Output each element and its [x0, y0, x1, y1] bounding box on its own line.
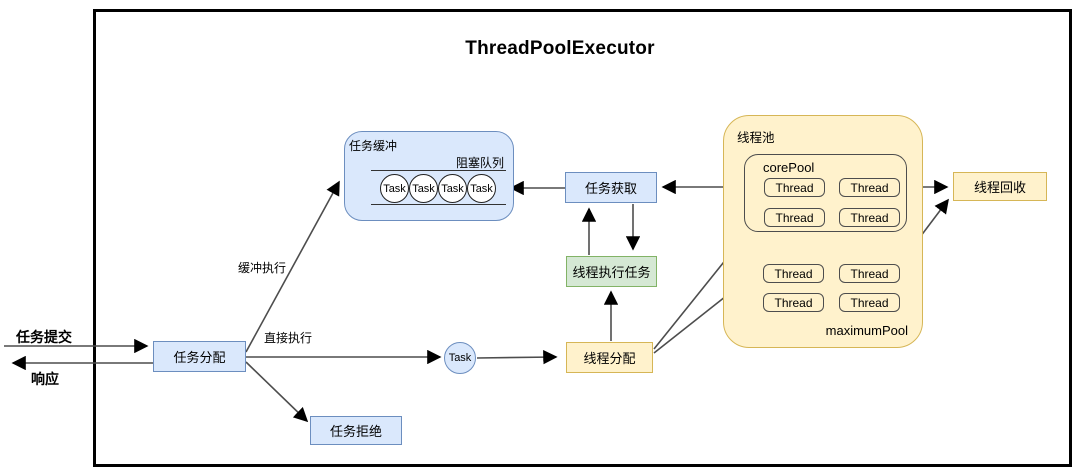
max-thread-box: Thread — [839, 264, 900, 283]
queued-task-circle: Task — [438, 174, 467, 203]
thread-execute-node: 线程执行任务 — [566, 256, 657, 287]
buffered-exec-label: 缓冲执行 — [238, 261, 287, 275]
queue-top-line — [371, 170, 506, 171]
queued-task-circle: Task — [409, 174, 438, 203]
core-thread-box: Thread — [764, 208, 825, 227]
task-fetch-node: 任务获取 — [565, 172, 657, 203]
task-circle: Task — [444, 342, 476, 374]
core-pool-label: corePool — [763, 160, 815, 175]
diagram-title: ThreadPoolExecutor — [465, 38, 655, 59]
queued-task-circle: Task — [467, 174, 496, 203]
executor-boundary — [93, 9, 1072, 467]
task-buffer-group: 任务缓冲 阻塞队列 Task Task Task Task — [344, 131, 514, 221]
task-buffer-title: 任务缓冲 — [349, 139, 398, 153]
max-thread-box: Thread — [763, 264, 824, 283]
response-label: 响应 — [31, 371, 59, 387]
core-pool-group: corePool Thread Thread Thread Thread — [744, 154, 907, 232]
queue-bottom-line — [371, 204, 506, 205]
core-thread-box: Thread — [839, 178, 900, 197]
task-submit-label: 任务提交 — [16, 329, 72, 345]
thread-pool-title: 线程池 — [737, 131, 775, 145]
thread-recycle-node: 线程回收 — [953, 172, 1047, 201]
thread-dispatch-node: 线程分配 — [566, 342, 653, 373]
direct-exec-label: 直接执行 — [264, 331, 313, 345]
task-reject-node: 任务拒绝 — [310, 416, 402, 445]
core-thread-box: Thread — [839, 208, 900, 227]
task-dispatch-node: 任务分配 — [153, 341, 246, 372]
core-thread-box: Thread — [764, 178, 825, 197]
queued-task-circle: Task — [380, 174, 409, 203]
max-thread-box: Thread — [763, 293, 824, 312]
thread-pool-group: 线程池 corePool Thread Thread Thread Thread… — [723, 115, 923, 348]
max-thread-box: Thread — [839, 293, 900, 312]
blocking-queue-label: 阻塞队列 — [455, 156, 504, 170]
maximum-pool-label: maximumPool — [825, 323, 908, 338]
